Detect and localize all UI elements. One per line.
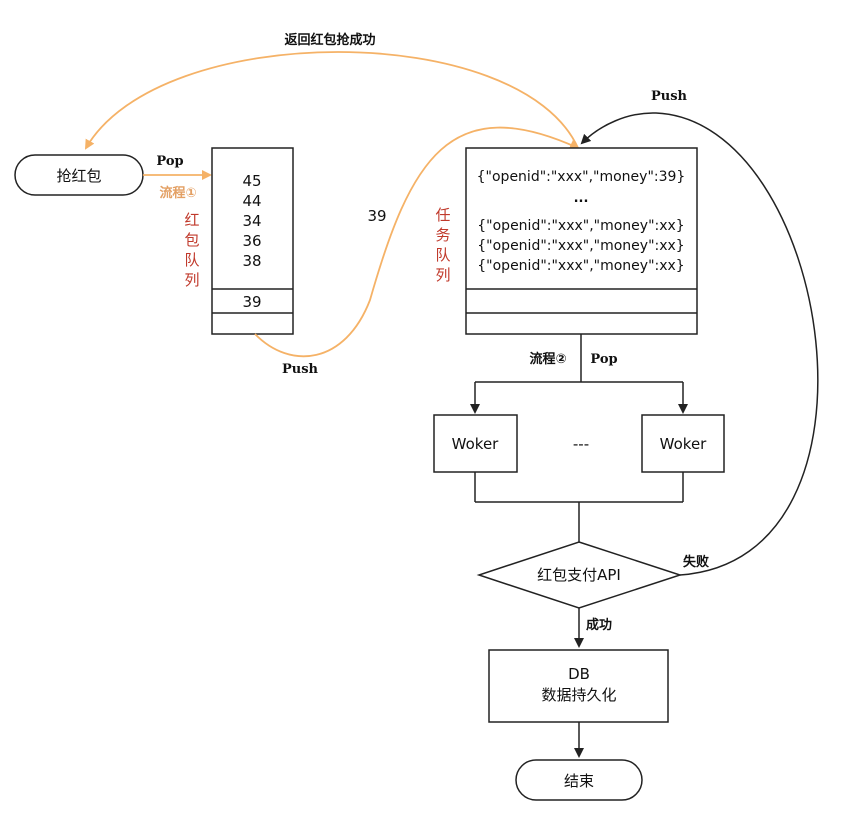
task-ellipsis: ... [574, 191, 589, 206]
db-node [488, 649, 669, 723]
worker-left [433, 414, 518, 473]
task-queue [465, 147, 698, 335]
redpacket-queue [211, 147, 294, 335]
push-bottom-label: Push [282, 362, 319, 377]
flow1-label: 流程① [159, 185, 196, 201]
queue-new-item: 39 [242, 293, 261, 311]
push-curve [254, 126, 580, 358]
redpacket-queue-label-4: 列 [184, 271, 199, 289]
fail-label: 失败 [683, 554, 709, 570]
worker-left-label: Woker [452, 435, 500, 453]
end-node-label: 结束 [564, 772, 594, 790]
db-label-line2: 数据持久化 [541, 686, 616, 704]
task-item-highlight: {"openid":"xxx","money":39} [477, 169, 686, 185]
db-label-line1: DB [568, 665, 590, 683]
queue-item: 44 [242, 192, 261, 210]
task-queue-label-4: 列 [435, 266, 450, 284]
task-item: {"openid":"xxx","money":xx} [477, 238, 684, 254]
fail-push-arrow [580, 112, 819, 576]
task-queue-label-2: 务 [435, 226, 450, 244]
queue-item: 45 [242, 172, 261, 190]
worker-right-label: Woker [660, 435, 708, 453]
flow2-label: 流程② [529, 351, 566, 367]
redpacket-queue-label-2: 包 [184, 231, 199, 249]
redpacket-queue-label-3: 队 [184, 251, 199, 269]
value-39-label: 39 [367, 207, 386, 225]
push-right-label: Push [651, 89, 688, 104]
return-success-label: 返回红包抢成功 [284, 32, 375, 48]
task-item: {"openid":"xxx","money":xx} [477, 218, 684, 234]
task-queue-label-3: 队 [435, 246, 450, 264]
end-node [515, 759, 643, 801]
pop-top-label: Pop [156, 154, 183, 169]
task-queue-label-1: 任 [435, 206, 450, 224]
redpacket-queue-label-1: 红 [184, 211, 199, 229]
queue-item: 36 [242, 232, 261, 250]
grab-node-label: 抢红包 [56, 167, 101, 185]
queue-item: 34 [242, 212, 261, 230]
success-label: 成功 [586, 617, 612, 633]
worker-gap: --- [573, 435, 589, 453]
queue-item: 38 [242, 252, 261, 270]
return-success-arrow [84, 51, 579, 150]
pay-api-label: 红包支付API [537, 566, 621, 584]
pop-mid-label: Pop [590, 352, 617, 367]
task-item: {"openid":"xxx","money":xx} [477, 258, 684, 274]
